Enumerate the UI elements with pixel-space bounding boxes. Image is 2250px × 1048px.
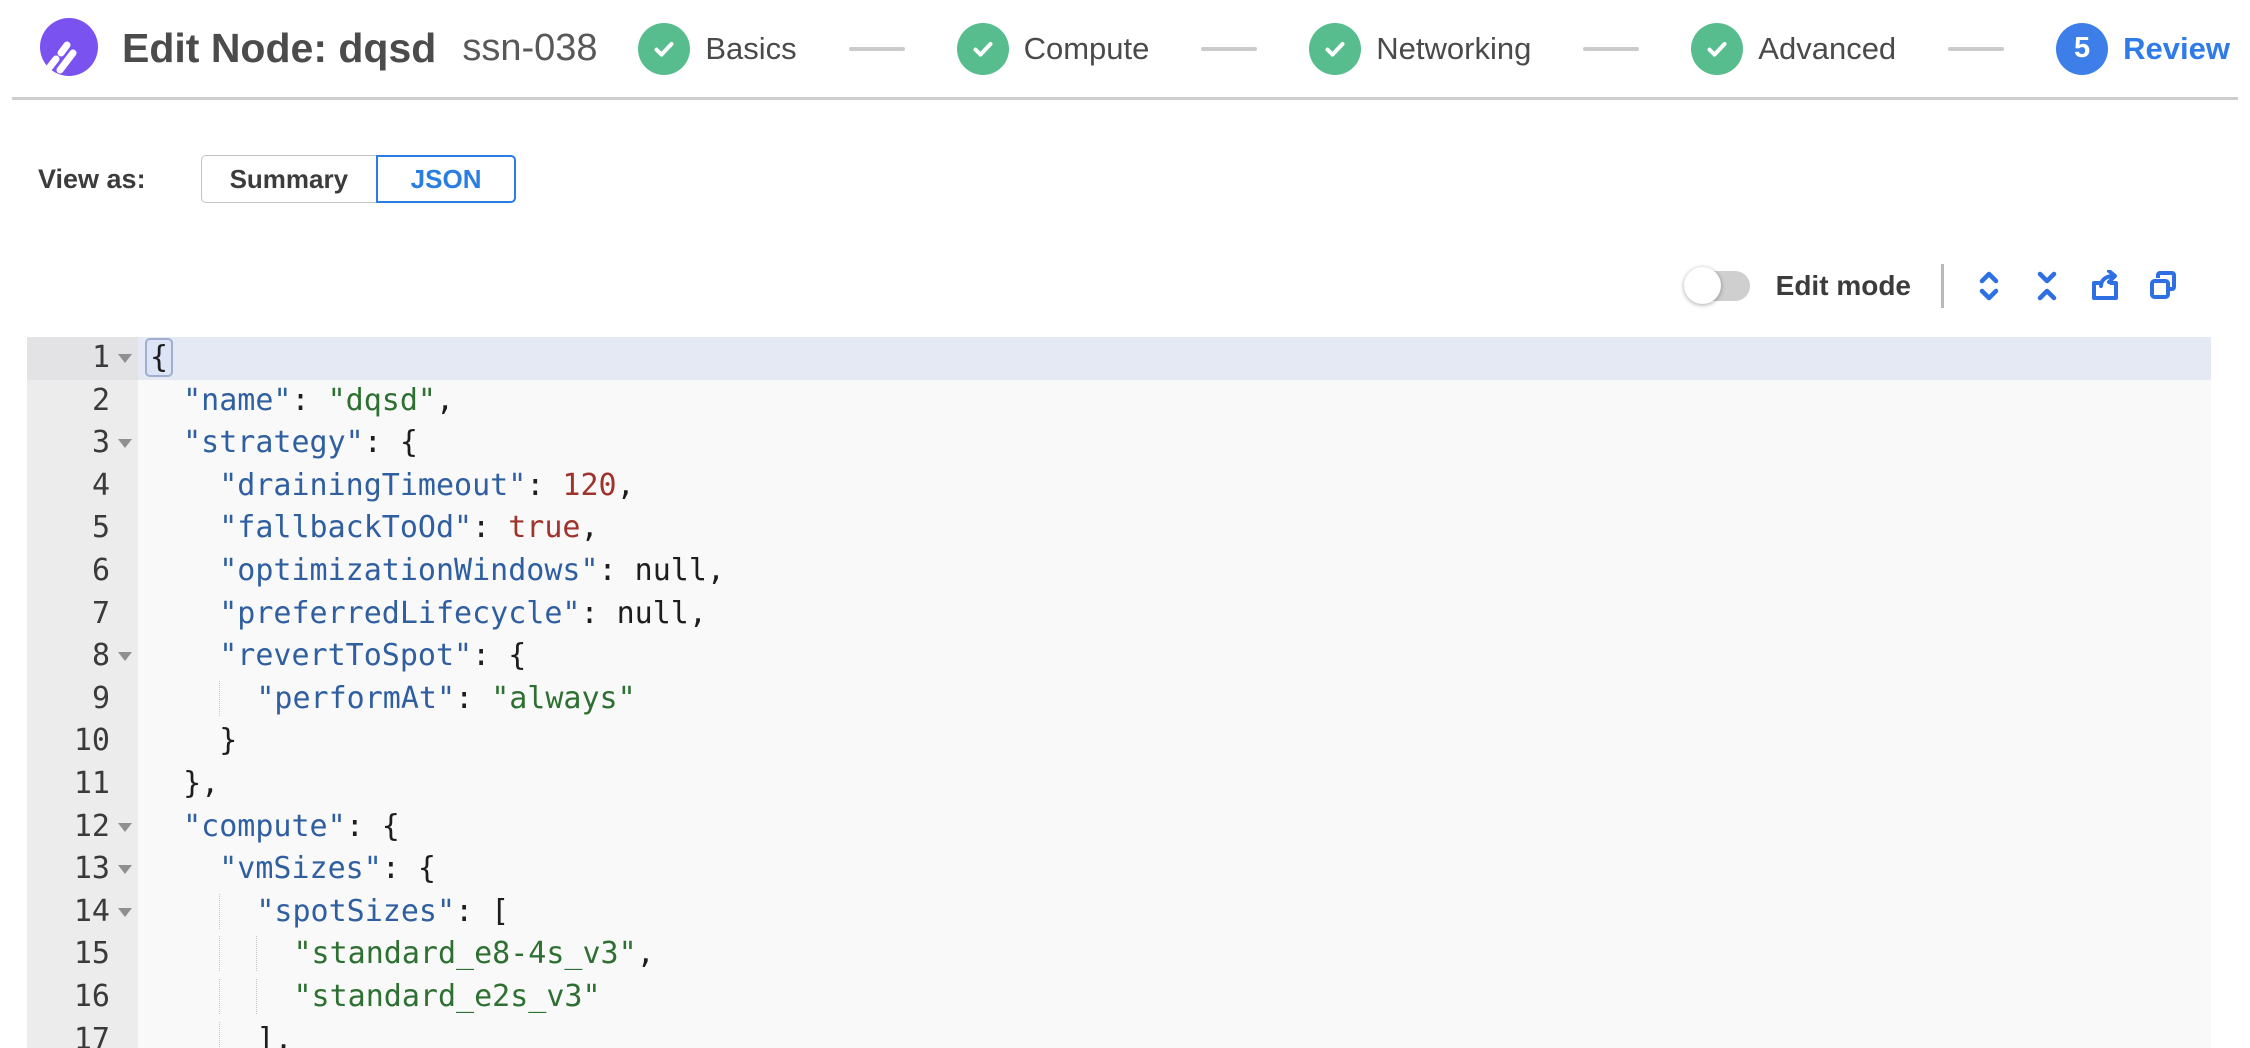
code-line: 17 ], [27,1018,2211,1048]
step-label: Networking [1376,30,1532,66]
check-icon [1309,22,1362,75]
step-advanced[interactable]: Advanced [1691,22,1897,75]
code-line: 5 "fallbackToOd": true, [27,507,2211,550]
fold-arrow-icon[interactable] [118,354,132,363]
copy-icon[interactable] [2146,269,2180,303]
code-content: "vmSizes": { [219,851,436,887]
collapse-icon[interactable] [2030,269,2064,303]
check-icon [638,22,691,75]
check-icon [956,22,1009,75]
node-id-subtitle: ssn-038 [462,27,598,69]
code-content: "revertToSpot": { [219,638,527,674]
code-content: "standard_e8-4s_v3", [138,933,2211,976]
line-number: 11 [27,762,138,806]
line-number: 12 [27,805,138,849]
step-connector [1948,46,2005,51]
export-icon[interactable] [2088,269,2122,303]
edit-mode-label: Edit mode [1775,270,1911,301]
code-line: 2 "name": "dqsd", [27,379,2211,423]
line-number: 3 [27,422,138,465]
code-line: 8 "revertToSpot": { [27,635,2211,678]
line-number: 15 [27,933,138,976]
code-line: 3 "strategy": { [27,422,2211,465]
header-divider [12,97,2238,100]
json-editor[interactable]: 1{2 "name": "dqsd",3 "strategy": {4 "dra… [27,337,2211,1048]
line-number: 1 [27,337,138,380]
toolbar-divider [1941,264,1944,308]
spot-logo-icon [40,17,98,77]
line-number: 5 [27,507,138,550]
code-content: "optimizationWindows": null, [219,552,725,588]
code-line: 10 } [27,720,2211,763]
code-content: }, [183,765,220,801]
step-connector [1201,46,1258,51]
step-review[interactable]: 5 Review [2056,22,2230,75]
check-icon [1691,22,1744,75]
code-line: 12 "compute": { [27,805,2211,849]
code-line: 6 "optimizationWindows": null, [27,549,2211,593]
unfold-icon[interactable] [1972,269,2006,303]
summary-view-button[interactable]: Summary [200,155,378,203]
fold-arrow-icon[interactable] [118,865,132,875]
line-number: 6 [27,549,138,593]
step-networking[interactable]: Networking [1309,22,1532,75]
line-number: 17 [27,1018,138,1048]
json-view-button[interactable]: JSON [376,155,517,203]
line-number: 16 [27,975,138,1019]
code-content: } [219,723,238,759]
code-content: "spotSizes": [ [138,891,2211,934]
step-number-badge: 5 [2056,22,2109,75]
editor-toolbar: Edit mode [0,263,2192,309]
line-number: 14 [27,890,138,934]
line-number: 2 [27,379,138,423]
step-label: Review [2123,30,2230,66]
page-title: Edit Node: dqsd [122,25,437,71]
step-connector [1583,46,1640,51]
step-compute[interactable]: Compute [956,22,1150,75]
edit-mode-toggle-knob [1683,267,1721,304]
edit-mode-toggle[interactable] [1683,267,1750,304]
code-line: 13 "vmSizes": { [27,848,2211,891]
code-line: 9 "performAt": "always" [27,677,2211,721]
fold-arrow-icon[interactable] [118,439,132,449]
step-basics[interactable]: Basics [638,22,797,75]
code-content: "fallbackToOd": true, [219,510,599,546]
fold-arrow-icon[interactable] [118,652,132,662]
line-number: 4 [27,464,138,508]
step-label: Advanced [1758,30,1897,66]
code-content: "compute": { [183,808,400,844]
view-as-row: View as: Summary JSON [38,155,2250,203]
step-connector [848,46,905,51]
fold-arrow-icon[interactable] [118,907,132,917]
line-number: 13 [27,848,138,891]
code-content: "preferredLifecycle": null, [219,595,707,631]
line-number: 9 [27,677,138,721]
view-as-segmented-control: Summary JSON [200,155,517,203]
code-line: 11 }, [27,762,2211,806]
line-number: 7 [27,592,138,636]
code-content: "strategy": { [183,425,418,461]
step-label: Basics [705,30,797,66]
code-content: "standard_e2s_v3" [138,976,2211,1019]
code-line: 7 "preferredLifecycle": null, [27,592,2211,636]
code-line: 16 "standard_e2s_v3" [27,975,2211,1019]
code-content: { [138,337,2211,380]
wizard-header: Edit Node: dqsd ssn-038 Basics Compute Net… [0,0,2250,97]
line-number: 10 [27,720,138,763]
code-line: 4 "drainingTimeout": 120, [27,464,2211,508]
code-content: "drainingTimeout": 120, [219,467,635,503]
line-number: 8 [27,635,138,678]
code-content: "performAt": "always" [138,678,2211,721]
fold-arrow-icon[interactable] [118,822,132,832]
view-as-label: View as: [38,163,146,194]
code-line: 15 "standard_e8-4s_v3", [27,933,2211,976]
wizard-stepper: Basics Compute Networking Advanced 5 Review [612,22,2250,75]
step-label: Compute [1023,30,1150,66]
code-content: "name": "dqsd", [183,382,455,418]
code-content: ], [138,1019,2211,1048]
code-line: 1{ [27,337,2211,380]
code-line: 14 "spotSizes": [ [27,890,2211,934]
